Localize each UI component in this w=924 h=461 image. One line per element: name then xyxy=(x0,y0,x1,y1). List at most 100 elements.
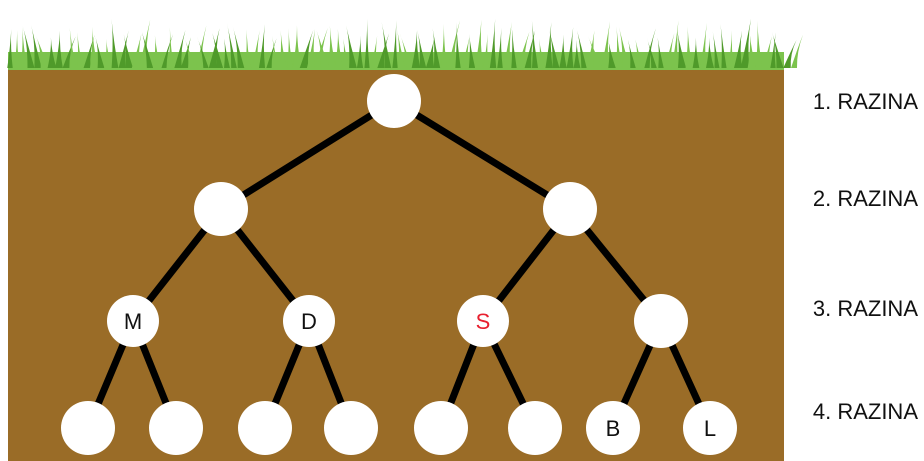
tree-node-l4-5 xyxy=(414,401,468,455)
grass-blade xyxy=(447,20,460,68)
tree-node-l4-1 xyxy=(61,401,115,455)
grass-blade xyxy=(747,33,757,68)
grass-blade xyxy=(7,29,13,69)
grass-blade xyxy=(791,34,803,68)
grass-blade xyxy=(770,32,776,68)
grass-blade xyxy=(139,19,151,68)
grass-blade xyxy=(762,36,772,68)
grass-blade xyxy=(211,29,224,68)
tree-node-label: L xyxy=(704,416,716,441)
tree-node-circle xyxy=(149,401,203,455)
grass-blade xyxy=(740,18,751,69)
grass-blade xyxy=(455,22,461,68)
level-label-2: 2. RAZINA xyxy=(812,186,918,211)
grass-blade xyxy=(95,37,105,68)
grass-blade xyxy=(14,30,20,68)
grass-blade xyxy=(55,30,63,68)
grass-blade xyxy=(503,21,512,68)
tree-node-circle xyxy=(194,182,248,236)
grass-blade xyxy=(608,39,616,68)
grass-blade xyxy=(720,24,727,68)
tree-node-circle xyxy=(586,401,640,455)
grass-blade xyxy=(77,32,83,68)
tree-node-circle xyxy=(367,74,421,128)
tree-node-circle xyxy=(238,401,292,455)
grass-blade xyxy=(123,34,133,68)
grass-blade xyxy=(381,21,392,68)
grass-blade xyxy=(497,27,503,69)
grass-blade xyxy=(196,36,209,68)
grass-blade xyxy=(226,22,237,68)
grass-blade xyxy=(671,20,679,69)
grass-blade xyxy=(180,37,191,68)
grass-blade xyxy=(292,25,302,68)
grass-blade xyxy=(531,20,538,69)
grass-blade xyxy=(287,28,293,68)
grass-blade xyxy=(346,25,357,69)
grass-blade xyxy=(664,33,675,68)
tree-node-l4-6 xyxy=(508,401,562,455)
grass-blade xyxy=(549,29,560,69)
tree-node-l2-left xyxy=(194,182,248,236)
grass-blade xyxy=(538,38,546,68)
grass-blade xyxy=(392,20,398,69)
grass-blade xyxy=(516,31,530,68)
grass-blade xyxy=(377,33,390,68)
grass-blade xyxy=(573,39,581,68)
tree-node-circle xyxy=(61,401,115,455)
grass-blade xyxy=(196,25,207,68)
grass-blade xyxy=(755,20,763,68)
grass-blade xyxy=(118,30,129,69)
tree-edge xyxy=(392,98,572,212)
grass-blade xyxy=(692,37,700,68)
grass-blade xyxy=(47,37,57,68)
grass-blade xyxy=(22,25,35,68)
grass-blade xyxy=(575,26,587,68)
tree-node-l2-right xyxy=(543,182,597,236)
grass-blade xyxy=(705,37,715,68)
grass-blade xyxy=(168,27,174,69)
tree-node-root xyxy=(367,74,421,128)
soil-background xyxy=(8,66,784,461)
grass-strip xyxy=(7,18,803,70)
grass-blade xyxy=(733,30,743,68)
tree-node-label: M xyxy=(124,309,142,334)
tree-node-l3-s: S xyxy=(457,295,509,347)
grass-blade xyxy=(174,29,186,68)
tree-node-label: S xyxy=(476,309,491,334)
grass-blade xyxy=(272,35,279,68)
tree-node-circle xyxy=(634,294,688,348)
level-label-1: 1. RAZINA xyxy=(812,89,918,114)
grass-blade xyxy=(111,18,119,68)
grass-blade xyxy=(89,26,99,68)
grass-blade xyxy=(224,38,230,68)
grass-blade xyxy=(635,38,644,68)
grass-blade xyxy=(700,22,707,68)
grass-blade xyxy=(712,31,720,68)
grass-blade xyxy=(441,23,447,69)
grass-blade xyxy=(399,32,412,68)
grass-blade xyxy=(69,27,76,69)
tree-node-circle xyxy=(283,295,335,347)
grass-blade xyxy=(153,35,161,68)
grass-blade xyxy=(511,26,517,69)
grass-blade xyxy=(483,33,489,68)
grass-blade xyxy=(685,26,693,69)
grass-blade xyxy=(342,38,350,68)
grass-blade xyxy=(316,30,330,68)
grass-blade xyxy=(327,25,337,68)
grass-blade xyxy=(371,35,378,68)
grass-blade xyxy=(588,36,603,68)
tree-node-circle xyxy=(324,401,378,455)
grass-blade xyxy=(104,38,112,68)
grass-blade xyxy=(489,18,497,69)
grass-blade xyxy=(279,30,287,69)
grass-blade xyxy=(232,26,245,68)
grass-blade xyxy=(258,24,266,68)
grass-blade xyxy=(566,27,574,68)
tree-node-l3-empty xyxy=(634,294,688,348)
tree-node-circle xyxy=(414,401,468,455)
grass-blade xyxy=(185,39,196,68)
grass-blade xyxy=(677,29,687,69)
